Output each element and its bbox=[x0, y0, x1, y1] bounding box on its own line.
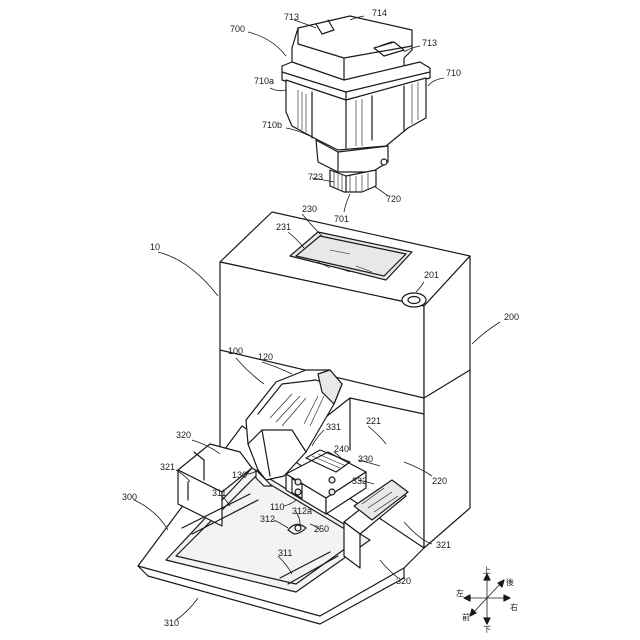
label-201: 201 bbox=[424, 270, 439, 280]
label-311a: 311 bbox=[212, 488, 226, 498]
label-300: 300 bbox=[122, 492, 137, 502]
label-312: 312 bbox=[260, 514, 275, 524]
label-200: 200 bbox=[504, 312, 519, 322]
label-331: 331 bbox=[326, 422, 341, 432]
label-10: 10 bbox=[150, 242, 160, 252]
label-321a: 321 bbox=[160, 462, 175, 472]
cartridge-700 bbox=[282, 16, 430, 192]
label-330: 330 bbox=[358, 454, 373, 464]
label-720: 720 bbox=[386, 194, 401, 204]
label-321b: 321 bbox=[436, 540, 451, 550]
label-700: 700 bbox=[230, 24, 245, 34]
label-710b: 710b bbox=[262, 120, 282, 130]
direction-indicator: 上 後 左 右 前 下 bbox=[456, 566, 518, 634]
label-320b: 320 bbox=[396, 576, 411, 586]
label-701: 701 bbox=[334, 214, 349, 224]
label-221: 221 bbox=[366, 416, 381, 426]
label-100: 100 bbox=[228, 346, 243, 356]
dir-front-label: 前 bbox=[462, 612, 470, 622]
label-710: 710 bbox=[446, 68, 461, 78]
label-320a: 320 bbox=[176, 430, 191, 440]
label-310: 310 bbox=[164, 618, 179, 628]
label-230: 230 bbox=[302, 204, 317, 214]
label-723: 723 bbox=[308, 172, 323, 182]
dir-left-label: 左 bbox=[456, 588, 464, 598]
label-250: 250 bbox=[314, 524, 329, 534]
label-710a: 710a bbox=[254, 76, 274, 86]
label-713a: 713 bbox=[284, 12, 299, 22]
label-332: 332 bbox=[352, 476, 367, 486]
label-311b: 311 bbox=[278, 548, 292, 558]
dir-back-label: 後 bbox=[506, 577, 514, 587]
label-120: 120 bbox=[258, 352, 273, 362]
label-312a: 312a bbox=[292, 506, 312, 516]
label-714: 714 bbox=[372, 8, 387, 18]
dir-down-label: 下 bbox=[483, 625, 491, 634]
dir-up-label: 上 bbox=[483, 566, 491, 575]
label-130: 130 bbox=[232, 470, 247, 480]
label-110: 110 bbox=[270, 502, 284, 512]
label-231: 231 bbox=[276, 222, 291, 232]
label-713b: 713 bbox=[422, 38, 437, 48]
dir-right-label: 右 bbox=[510, 602, 518, 612]
label-240: 240 bbox=[334, 444, 349, 454]
label-220: 220 bbox=[432, 476, 447, 486]
